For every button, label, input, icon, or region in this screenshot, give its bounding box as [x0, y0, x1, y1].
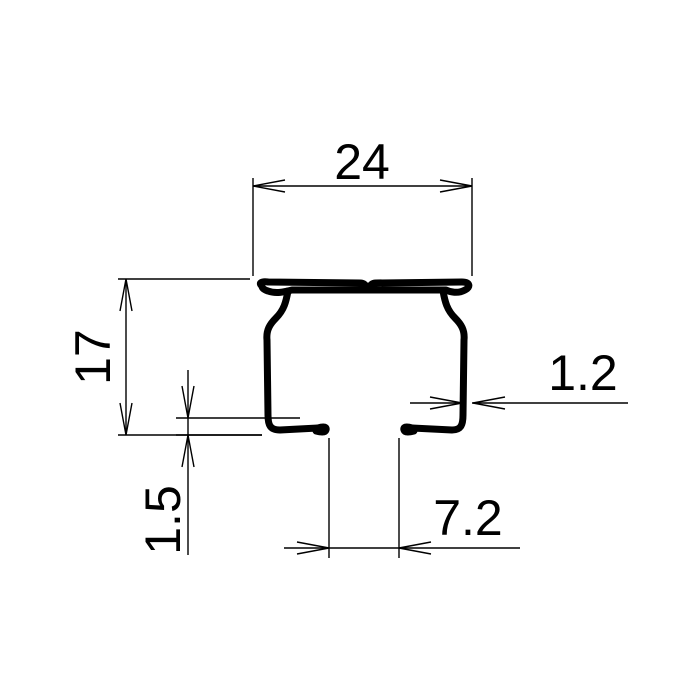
dimension-height: 17	[65, 278, 262, 436]
arrowhead-lip-top	[181, 385, 195, 419]
arrowhead-slot-right	[398, 541, 432, 555]
dimension-label-width: 24	[334, 134, 390, 190]
arrowhead-wall-right	[472, 396, 506, 410]
arrowhead-left	[252, 179, 286, 193]
arrowhead-wall-left	[429, 396, 463, 410]
arrowhead-slot-left	[296, 541, 330, 555]
arrowhead-right	[439, 179, 473, 193]
profile-right-wall	[408, 287, 468, 434]
dimension-label-slot-opening: 7.2	[433, 490, 503, 546]
dimension-label-lip-thickness: 1.5	[135, 485, 191, 555]
arrowhead-lip-bottom	[181, 434, 195, 468]
profile-right-lip-end	[400, 423, 418, 436]
dimension-width: 24	[252, 134, 473, 276]
dimension-slot-opening: 7.2	[284, 438, 520, 558]
dimension-label-height: 17	[65, 329, 121, 385]
dimension-lip-thickness: 1.5	[135, 370, 300, 555]
arrowhead-bottom	[119, 402, 133, 436]
dimension-label-wall-thickness: 1.2	[548, 345, 618, 401]
rail-profile	[256, 278, 473, 436]
dimension-wall-thickness: 1.2	[410, 345, 628, 410]
arrowhead-top	[119, 278, 133, 312]
profile-left-lip-end	[312, 423, 330, 436]
profile-left-wall	[263, 287, 322, 434]
profile-top-flange	[256, 278, 473, 297]
